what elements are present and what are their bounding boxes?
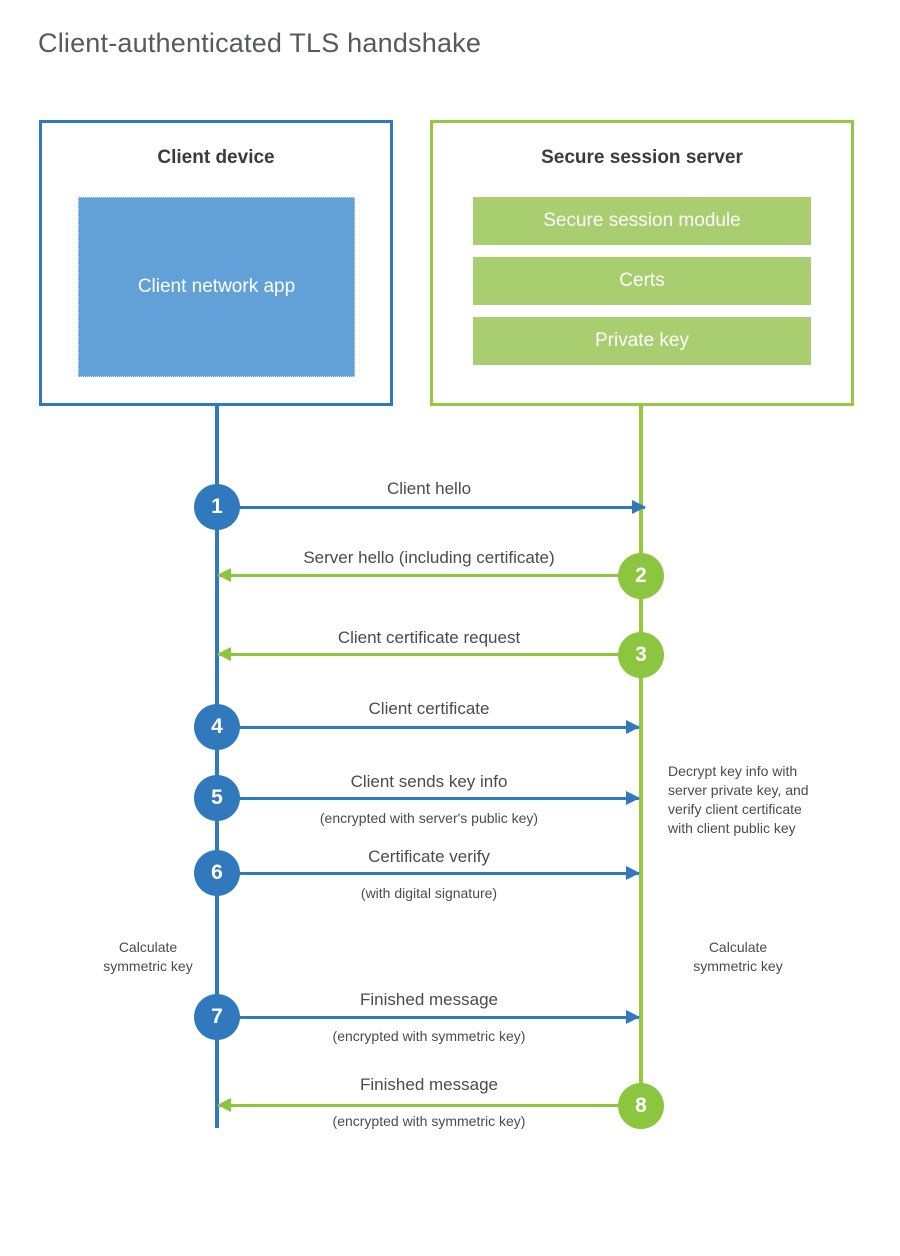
arrow-head-right-icon (626, 720, 640, 734)
message-label-8: Finished message (360, 1075, 498, 1094)
arrow-head-right-icon (632, 500, 646, 514)
arrow-shaft (219, 506, 645, 509)
note-server-calculate-line-2: symmetric key (693, 957, 783, 974)
note-server-decrypt-line-4: with client public key (668, 819, 796, 836)
arrow-shaft (218, 1104, 642, 1107)
note-client-calculate-line-2: symmetric key (103, 957, 193, 974)
message-sublabel-5: (encrypted with server's public key) (319, 810, 539, 826)
message-sublabel-7: (encrypted with symmetric key) (332, 1028, 526, 1044)
arrow-head-right-icon (626, 866, 640, 880)
secure-session-server-title: Secure session server (541, 147, 743, 168)
client-device-box: Client device Client network app (39, 120, 393, 406)
step-badge-7: 7 (194, 994, 240, 1040)
arrow-shaft (218, 574, 642, 577)
message-sublabel-8: (encrypted with symmetric key) (332, 1113, 526, 1129)
arrow-head-right-icon (626, 1010, 640, 1024)
arrow-shaft (218, 653, 642, 656)
step-badge-6: 6 (194, 850, 240, 896)
message-label-2: Server hello (including certificate) (303, 548, 555, 567)
step-badge-5: 5 (194, 775, 240, 821)
note-server-decrypt-line-3: verify client certificate (668, 800, 802, 817)
note-client-calculate-symmetric-key: Calculate symmetric key (80, 938, 216, 976)
server-lifeline (639, 406, 643, 1106)
message-sublabel-6: (with digital signature) (360, 885, 498, 901)
note-server-decrypt-line-1: Decrypt key info with (668, 763, 798, 779)
note-client-calculate-line-1: Calculate (118, 939, 178, 955)
secure-session-server-box: Secure session server Secure session mod… (430, 120, 854, 406)
step-badge-8: 8 (618, 1083, 664, 1129)
message-label-1: Client hello (386, 479, 472, 498)
step-badge-2: 2 (618, 553, 664, 599)
message-label-4: Client certificate (368, 699, 490, 718)
note-server-decrypt: Decrypt key info with server private key… (668, 762, 838, 838)
note-server-calculate-symmetric-key: Calculate symmetric key (668, 938, 808, 976)
message-label-3: Client certificate request (337, 628, 521, 647)
note-server-calculate-line-1: Calculate (708, 939, 768, 955)
step-badge-4: 4 (194, 704, 240, 750)
server-module-private-key: Private key (473, 317, 811, 365)
arrow-shaft (219, 797, 639, 800)
step-badge-3: 3 (618, 632, 664, 678)
message-label-5: Client sends key info (350, 772, 508, 791)
note-server-decrypt-line-2: server private key, and (668, 781, 809, 798)
arrow-head-right-icon (626, 791, 640, 805)
arrow-shaft (219, 726, 639, 729)
server-module-list: Secure session module Certs Private key (473, 197, 811, 377)
client-device-title: Client device (157, 147, 275, 168)
server-module-certs: Certs (473, 257, 811, 305)
client-lifeline (215, 406, 219, 1128)
message-label-6: Certificate verify (368, 847, 490, 866)
step-badge-1: 1 (194, 484, 240, 530)
arrow-head-left-icon (217, 568, 231, 582)
arrow-shaft (219, 872, 639, 875)
page-title: Client-authenticated TLS handshake (38, 28, 482, 58)
server-module-secure-session-module: Secure session module (473, 197, 811, 245)
arrow-head-left-icon (217, 1098, 231, 1112)
arrow-shaft (219, 1016, 639, 1019)
client-network-app-block: Client network app (78, 197, 355, 377)
arrow-head-left-icon (217, 647, 231, 661)
message-label-7: Finished message (360, 990, 498, 1009)
